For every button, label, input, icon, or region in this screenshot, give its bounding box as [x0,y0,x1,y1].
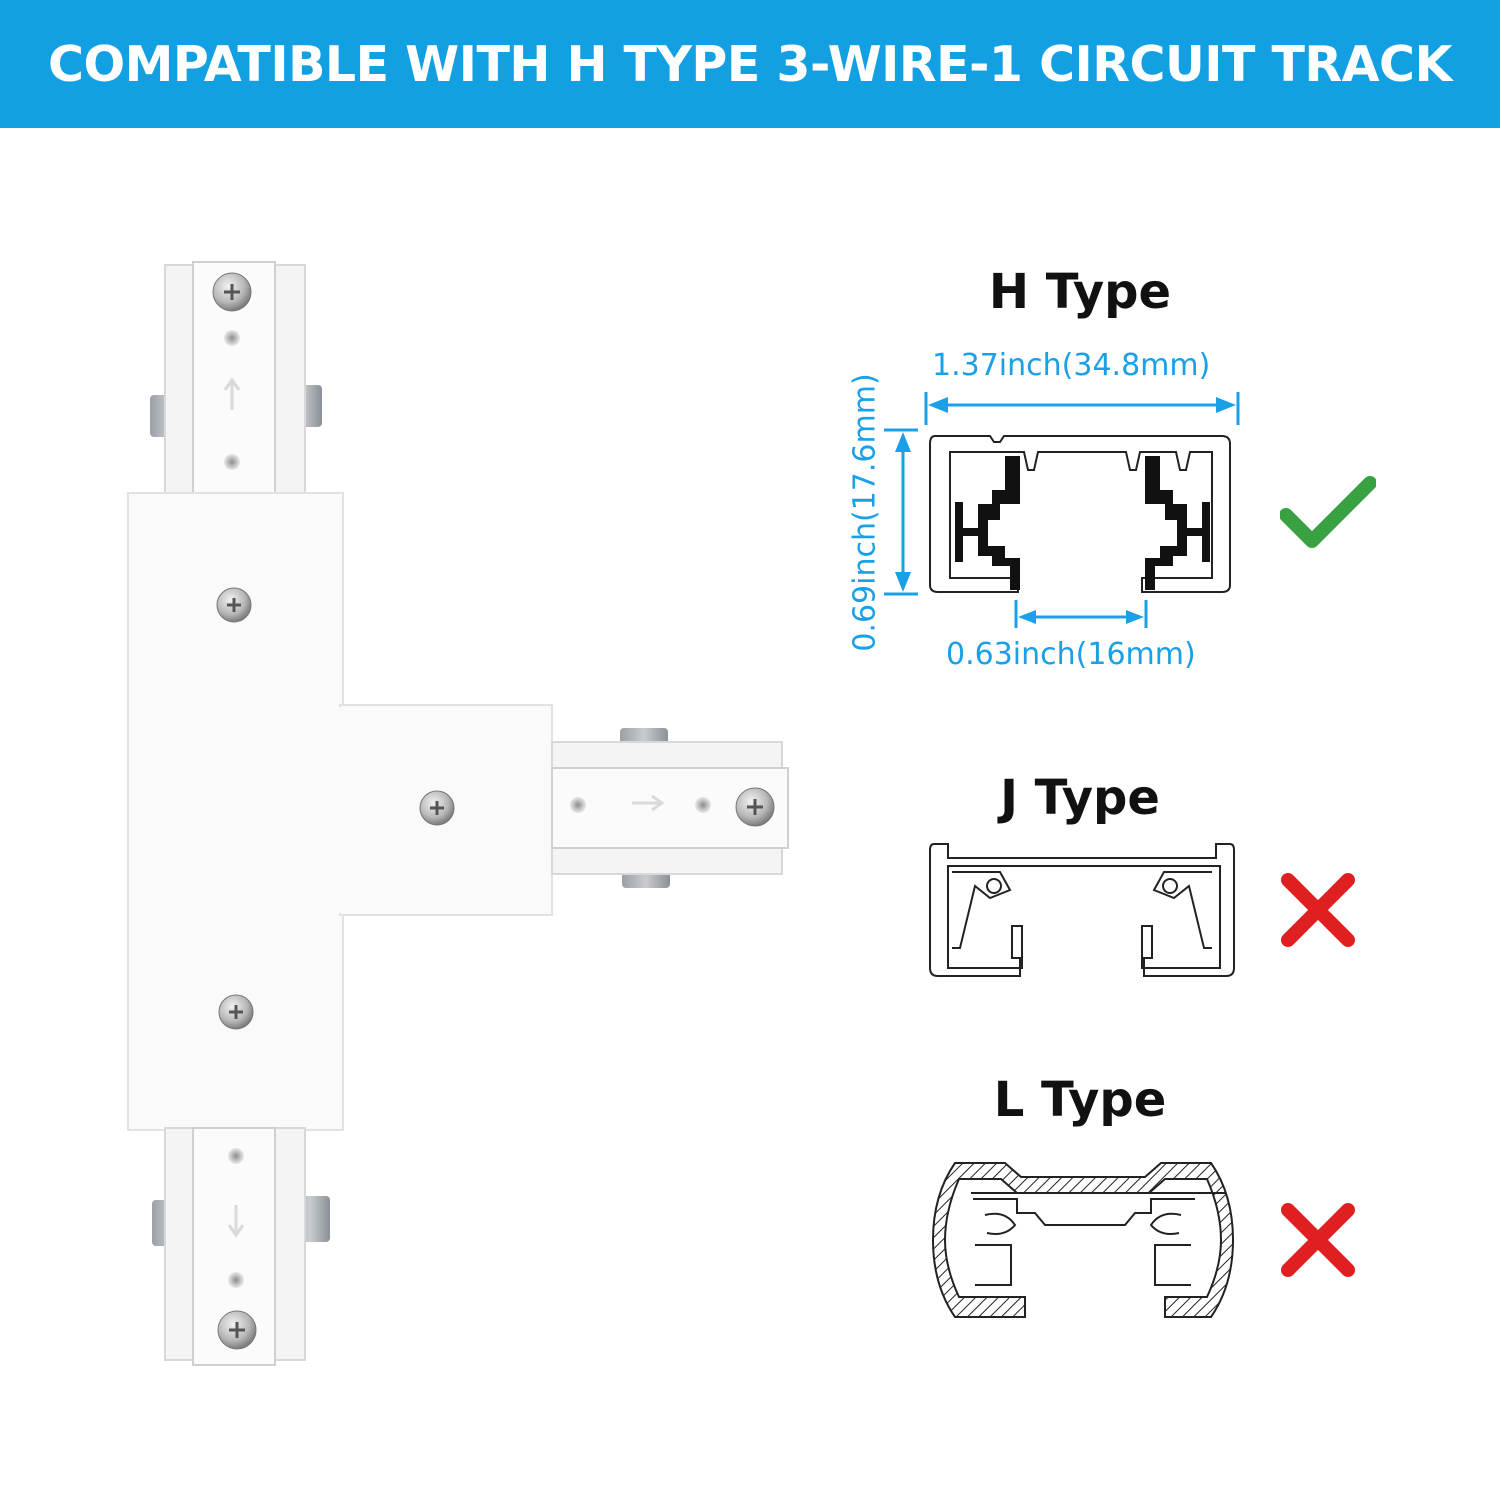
h-type-width-dimension: 1.37inch(34.8mm) [932,348,1211,383]
l-type-label: L Type [993,1072,1167,1128]
header-banner: COMPATIBLE WITH H TYPE 3-WIRE-1 CIRCUIT … [0,0,1500,128]
top-adapter [150,261,322,501]
j-type-profile-diagram [929,843,1235,977]
j-type-label: J Type [1000,770,1160,826]
bottom-adapter [152,1127,330,1366]
h-type-label: H Type [988,264,1172,320]
h-type-height-dimension: 0.69inch(17.6mm) [847,373,883,652]
t-connector-product-image [127,261,789,1366]
right-adapter [551,728,789,888]
h-type-profile-diagram [884,392,1240,628]
cross-icon [1281,1203,1355,1277]
check-icon [1280,476,1376,548]
body-screws [216,587,455,1030]
banner-title: COMPATIBLE WITH H TYPE 3-WIRE-1 CIRCUIT … [48,35,1452,93]
h-type-opening-dimension: 0.63inch(16mm) [946,637,1196,672]
l-type-profile-diagram [931,1162,1235,1318]
cross-icon [1281,873,1355,947]
